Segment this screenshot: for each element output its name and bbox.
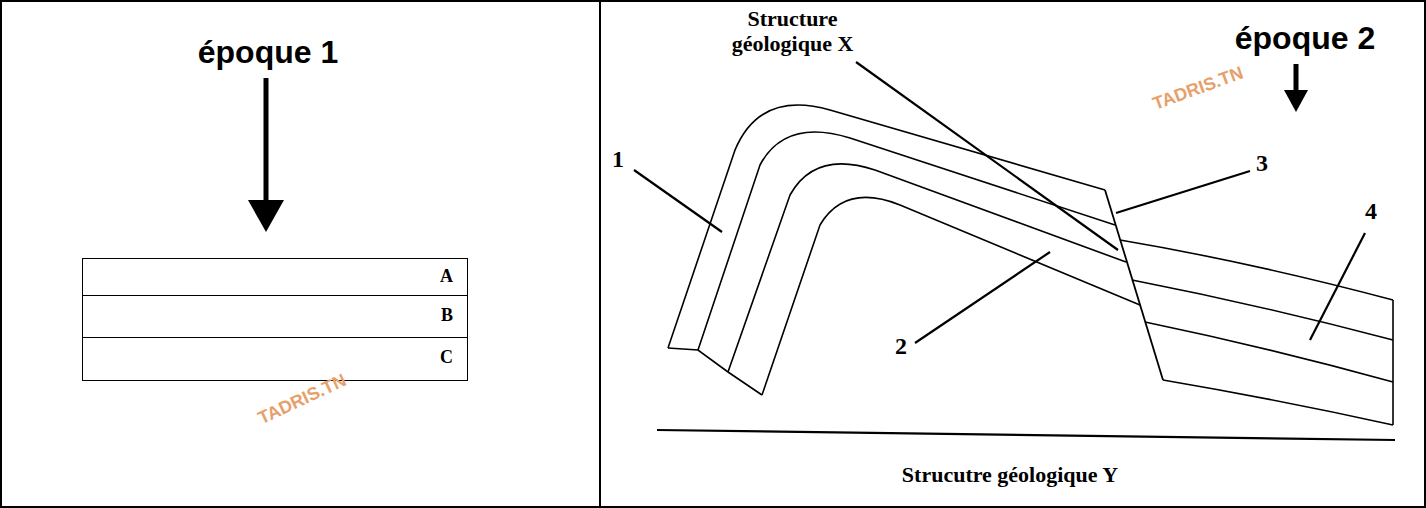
leader-line bbox=[1116, 171, 1250, 213]
basement-line bbox=[657, 430, 1395, 440]
arrow-head bbox=[248, 200, 284, 232]
rock-layer: A bbox=[82, 258, 468, 296]
callout-number: 3 bbox=[1256, 150, 1268, 178]
diagram-label: Strucutre géologique Y bbox=[810, 462, 1210, 487]
leader-line bbox=[1310, 233, 1365, 340]
layer-letter: B bbox=[83, 305, 467, 327]
callout-number: 2 bbox=[895, 333, 907, 361]
layer-letter: A bbox=[83, 266, 467, 288]
cut-edge bbox=[1392, 300, 1394, 425]
rock-layer: B bbox=[82, 296, 468, 338]
fold-layers bbox=[668, 105, 1140, 395]
layer-line bbox=[1132, 280, 1393, 340]
rock-layer: C bbox=[82, 338, 468, 381]
leader-line bbox=[856, 62, 1118, 250]
cut-edge bbox=[668, 348, 762, 395]
watermark: TADRIS.TN bbox=[255, 370, 350, 429]
shifted-layers bbox=[1120, 240, 1393, 425]
layer-line bbox=[668, 105, 1105, 348]
arrow-head bbox=[1284, 90, 1308, 112]
layer-line bbox=[1145, 322, 1393, 382]
time-arrow bbox=[264, 78, 269, 205]
callout-number: 1 bbox=[612, 146, 624, 174]
diagram-label: Structure géologique X bbox=[705, 6, 880, 57]
diagram-label: époque 2 bbox=[1205, 20, 1405, 57]
layer-line bbox=[1163, 380, 1393, 425]
layer-line bbox=[698, 132, 1115, 350]
layer-line bbox=[762, 197, 1140, 395]
layer-line bbox=[1120, 240, 1393, 300]
callout-number: 4 bbox=[1365, 198, 1377, 226]
leader-line bbox=[634, 170, 722, 232]
diagram-label: époque 1 bbox=[168, 34, 368, 71]
layer-letter: C bbox=[83, 347, 467, 369]
watermark: TADRIS.TN bbox=[1150, 63, 1246, 115]
leader-line bbox=[915, 252, 1050, 343]
leader-lines bbox=[634, 62, 1365, 343]
time-arrow bbox=[1294, 64, 1299, 92]
panel-divider bbox=[599, 0, 601, 508]
layer-line bbox=[728, 164, 1126, 372]
